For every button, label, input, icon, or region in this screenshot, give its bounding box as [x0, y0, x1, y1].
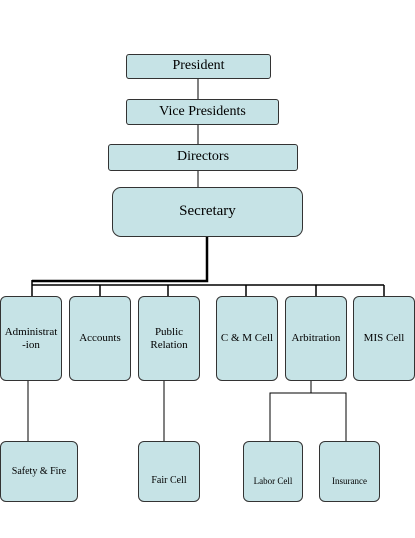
node-fair-cell: Fair Cell	[138, 441, 200, 502]
node-arbitration: Arbitration	[285, 296, 347, 381]
node-labor-cell-label: Labor Cell	[253, 475, 293, 486]
node-safety-fire: Safety & Fire	[0, 441, 78, 502]
node-public-relation-label: Public Relation	[150, 325, 188, 351]
node-cm-cell-label: C & M Cell	[220, 332, 274, 345]
node-directors: Directors	[108, 144, 298, 171]
node-directors-label: Directors	[176, 149, 230, 165]
node-secretary-label: Secretary	[179, 203, 236, 220]
node-secretary: Secretary	[112, 187, 303, 237]
node-mis-cell-label: MIS Cell	[363, 332, 405, 345]
node-insurance: Insurance	[319, 441, 380, 502]
connector-secretary-bus	[32, 236, 209, 283]
node-president: President	[126, 54, 271, 79]
node-vice-presidents-label: Vice Presidents	[159, 103, 246, 119]
connector-arbitration-insurance	[311, 392, 347, 441]
node-mis-cell: MIS Cell	[353, 296, 415, 381]
node-fair-cell-label: Fair Cell	[151, 474, 187, 486]
node-president-label: President	[172, 58, 225, 74]
node-administration-label: Administrat -ion	[4, 325, 58, 351]
node-insurance-label: Insurance	[332, 475, 367, 486]
node-safety-fire-label: Safety & Fire	[11, 465, 67, 477]
connector-arbitration-branch	[269, 380, 312, 441]
node-accounts: Accounts	[69, 296, 131, 381]
node-cm-cell: C & M Cell	[216, 296, 278, 381]
node-accounts-label: Accounts	[79, 332, 121, 345]
node-vice-presidents: Vice Presidents	[126, 99, 279, 125]
node-public-relation: Public Relation	[138, 296, 200, 381]
node-arbitration-label: Arbitration	[291, 332, 341, 345]
node-administration: Administrat -ion	[0, 296, 62, 381]
node-labor-cell: Labor Cell	[243, 441, 303, 502]
